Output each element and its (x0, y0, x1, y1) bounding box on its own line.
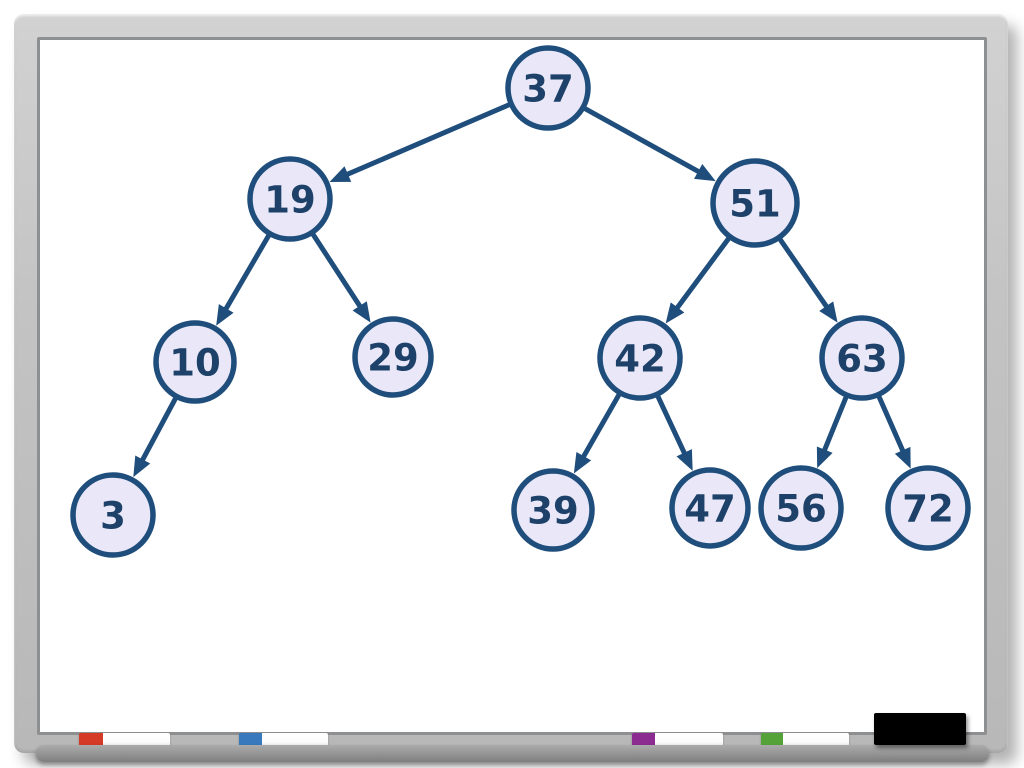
green-marker (761, 733, 849, 746)
blue-marker (239, 733, 328, 746)
green-marker-body (783, 733, 849, 746)
whiteboard-frame (14, 14, 1008, 753)
blue-marker-body (262, 733, 328, 746)
marker-tray (36, 745, 989, 762)
purple-marker (632, 733, 723, 746)
whiteboard-surface (37, 37, 987, 735)
red-marker-cap (79, 733, 103, 746)
eraser (874, 713, 966, 745)
blue-marker-cap (239, 733, 262, 746)
red-marker (79, 733, 170, 746)
green-marker-cap (761, 733, 783, 746)
purple-marker-body (655, 733, 723, 746)
red-marker-body (103, 733, 170, 746)
purple-marker-cap (632, 733, 655, 746)
